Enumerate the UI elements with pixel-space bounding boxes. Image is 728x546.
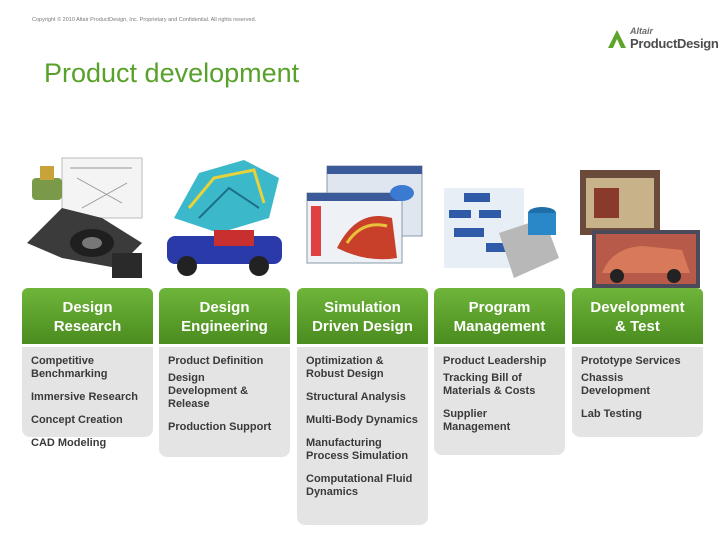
list-item: Lab Testing bbox=[581, 408, 642, 420]
design-engineering-image bbox=[167, 160, 282, 276]
list-item: Production Support bbox=[168, 421, 272, 433]
header-line: Management bbox=[453, 318, 546, 335]
header-line: Engineering bbox=[181, 318, 268, 335]
development-test-header: Development & Test bbox=[572, 288, 703, 344]
header-line: Driven Design bbox=[312, 318, 413, 335]
header-line: Simulation bbox=[324, 299, 401, 316]
logo-productdesign-text: ProductDesign bbox=[630, 36, 719, 51]
list-item: Supplier Management bbox=[443, 408, 511, 433]
column-development-test: Development & Test Prototype Services Cha… bbox=[572, 148, 703, 528]
header-line: Design bbox=[199, 299, 250, 316]
simulation-panel: Optimization & Robust Design Structural … bbox=[297, 347, 428, 525]
design-research-panel: Competitive Benchmarking Immersive Resea… bbox=[22, 347, 153, 449]
altair-logo-icon bbox=[608, 30, 626, 48]
development-test-image bbox=[580, 170, 700, 288]
program-management-image bbox=[444, 188, 559, 278]
list-item: Design Development & Release bbox=[168, 372, 249, 410]
list-item: Product Definition bbox=[168, 355, 264, 367]
list-item: Tracking Bill of Materials & Costs bbox=[443, 372, 536, 397]
header-line: Development bbox=[590, 299, 685, 316]
list-item: CAD Modeling bbox=[31, 437, 107, 449]
altair-logo: Altair ProductDesign bbox=[606, 24, 719, 56]
list-item: Optimization & Robust Design bbox=[306, 355, 384, 380]
header-line: Design bbox=[62, 299, 113, 316]
program-management-panel: Product Leadership Tracking Bill of Mate… bbox=[434, 347, 565, 455]
list-item: Product Leadership bbox=[443, 355, 547, 367]
design-research-image bbox=[27, 157, 143, 278]
design-engineering-panel: Product Definition Design Development & … bbox=[159, 347, 290, 457]
list-item: Prototype Services bbox=[581, 355, 681, 367]
logo-altair-text: Altair bbox=[630, 26, 654, 36]
development-test-panel: Prototype Services Chassis Development L… bbox=[572, 347, 703, 437]
list-item: Structural Analysis bbox=[306, 391, 406, 403]
list-item: Chassis Development bbox=[581, 372, 651, 397]
list-item: Computational Fluid Dynamics bbox=[306, 473, 413, 498]
list-item: Immersive Research bbox=[31, 391, 139, 403]
page-title: Product development bbox=[44, 58, 300, 88]
header-line: & Test bbox=[615, 318, 660, 335]
header-line: Program bbox=[468, 299, 531, 316]
list-item: Multi-Body Dynamics bbox=[306, 414, 418, 426]
list-item: Competitive Benchmarking bbox=[31, 355, 108, 380]
list-item: Concept Creation bbox=[31, 414, 123, 426]
simulation-image bbox=[306, 165, 423, 264]
header-line: Research bbox=[53, 318, 122, 335]
list-item: Manufacturing Process Simulation bbox=[306, 437, 409, 462]
copyright-notice: Copyright © 2010 Altair ProductDesign, I… bbox=[32, 17, 257, 23]
